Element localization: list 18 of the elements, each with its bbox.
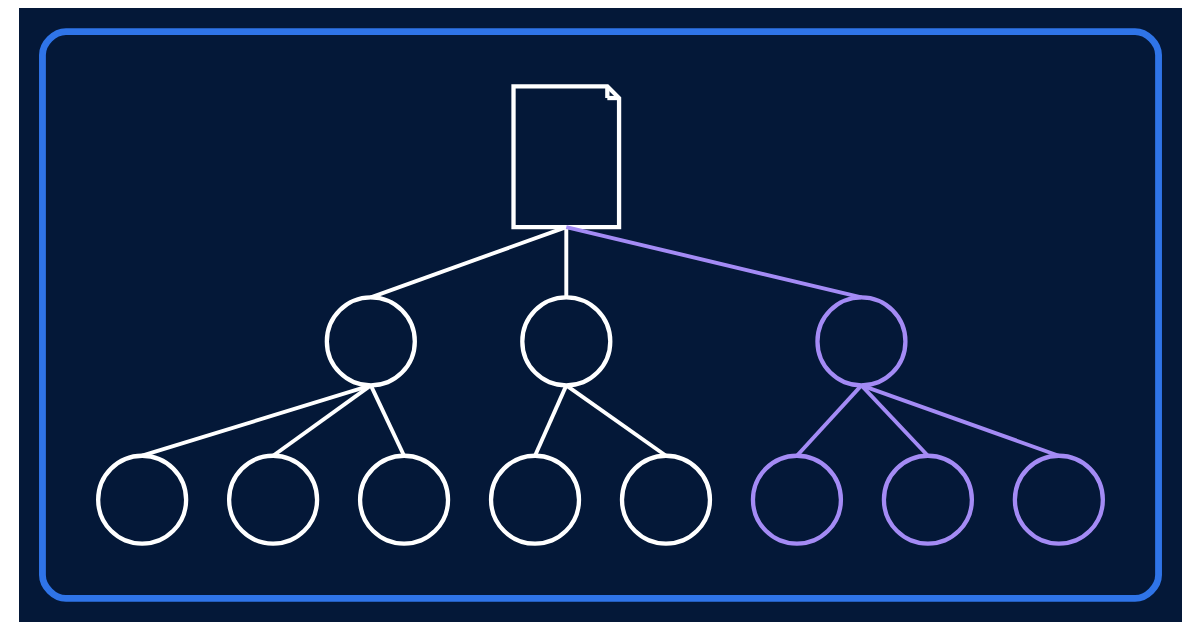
node-circle: [488, 453, 581, 546]
node-circle: [95, 453, 188, 546]
connector: [141, 383, 371, 458]
node-circle: [881, 453, 974, 546]
node-circle: [750, 453, 843, 546]
node-circle: [357, 453, 450, 546]
connector: [565, 225, 862, 300]
node-circle: [226, 453, 319, 546]
node-circle: [519, 295, 612, 388]
connector: [564, 383, 667, 458]
connector: [860, 383, 1059, 458]
node-circle: [1012, 453, 1105, 546]
node-circle: [619, 453, 712, 546]
connector: [368, 384, 406, 457]
connector: [532, 384, 568, 457]
node-circle: [814, 295, 908, 388]
node-circle: [324, 295, 417, 388]
connector: [563, 227, 568, 298]
